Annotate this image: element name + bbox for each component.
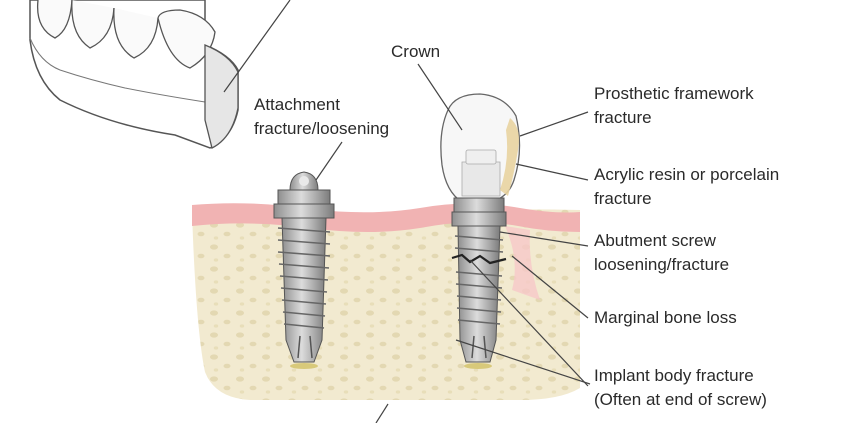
label-attachment-line2: fracture/loosening bbox=[254, 119, 390, 138]
label-framework-line2: fracture bbox=[594, 108, 652, 127]
left-implant bbox=[273, 171, 335, 369]
leader-lines bbox=[315, 63, 591, 423]
jaw-teeth-illustration bbox=[29, 0, 291, 149]
label-crown: Crown bbox=[391, 42, 441, 61]
label-framework-line1: Prosthetic framework bbox=[594, 84, 754, 103]
label-resin-line1: Acrylic resin or porcelain bbox=[594, 165, 780, 184]
label-abutment-line2: loosening/fracture bbox=[594, 255, 730, 274]
right-implant bbox=[440, 93, 521, 369]
label-resin-line2: fracture bbox=[594, 189, 652, 208]
bone-block bbox=[192, 203, 580, 400]
label-body-fracture-line2: (Often at end of screw) bbox=[594, 390, 767, 409]
label-attachment-line1: Attachment bbox=[254, 95, 340, 114]
label-abutment-line1: Abutment screw bbox=[594, 231, 716, 250]
label-marginal-bone-loss: Marginal bone loss bbox=[594, 308, 737, 327]
label-body-fracture-line1: Implant body fracture bbox=[594, 366, 754, 385]
